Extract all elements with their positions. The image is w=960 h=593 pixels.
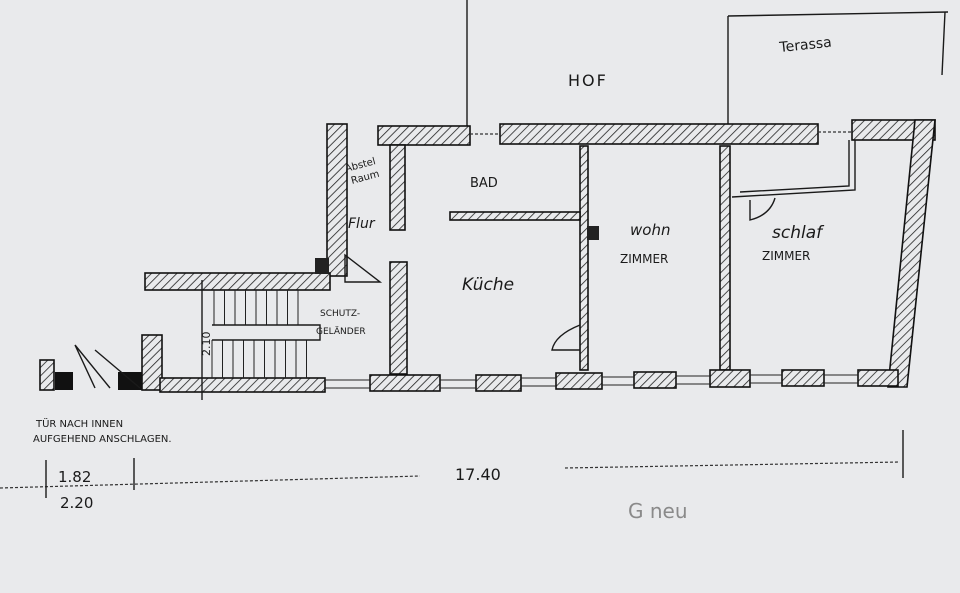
walls xyxy=(39,119,936,393)
label-schutzgelaender-2: GELÄNDER xyxy=(316,326,366,337)
label-terassa: Terassa xyxy=(778,35,833,56)
label-bad: BAD xyxy=(470,176,498,191)
windows xyxy=(325,131,858,389)
dimension-lines xyxy=(0,280,904,498)
label-schutzgelaender-1: SCHUTZ- xyxy=(320,309,360,319)
label-schlafzimmer-1: schlaf xyxy=(772,223,825,243)
label-flur: Flur xyxy=(348,216,376,232)
courtyard-outline xyxy=(466,0,949,126)
doors xyxy=(74,253,581,389)
stair-dimension: 2.10 xyxy=(200,332,213,357)
dimension-1-82: 1.82 xyxy=(58,468,91,486)
note-line-2: AUFGEHEND ANSCHLAGEN. xyxy=(33,434,172,445)
dimension-2-20: 2.20 xyxy=(60,494,93,512)
stamp-text: G neu xyxy=(628,499,688,523)
label-schlafzimmer-2: ZIMMER xyxy=(762,249,810,263)
wardrobe-outline xyxy=(731,140,856,221)
label-hof: HOF xyxy=(568,71,608,90)
label-wohnzimmer-2: ZIMMER xyxy=(620,252,668,266)
dimension-total: 17.40 xyxy=(455,465,501,484)
label-kueche: Küche xyxy=(462,275,514,295)
staircase xyxy=(211,290,307,378)
label-wohnzimmer-1: wohn xyxy=(630,221,670,239)
note-line-1: TÜR NACH INNEN xyxy=(35,417,123,430)
